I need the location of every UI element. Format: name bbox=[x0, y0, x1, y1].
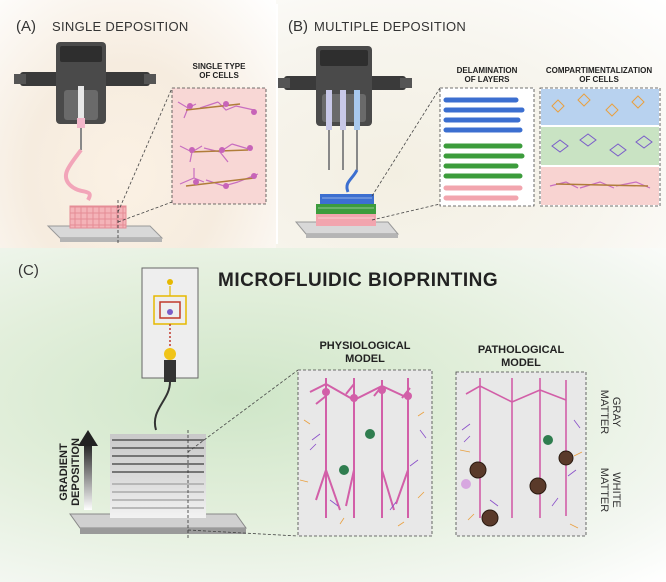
physiological-line1: PHYSIOLOGICAL bbox=[319, 340, 411, 352]
panel-b-title: MULTIPLE DEPOSITION bbox=[314, 19, 467, 34]
printed-construct bbox=[69, 430, 247, 540]
gray-matter-line2: MATTER bbox=[598, 389, 610, 435]
panel-b-platform bbox=[294, 194, 400, 238]
pathological-model-title: PATHOLOGICAL MODEL bbox=[456, 344, 586, 370]
gradient-arrow bbox=[78, 430, 98, 510]
panel-b-layers-inset bbox=[439, 87, 535, 207]
pathological-model-inset bbox=[455, 371, 587, 537]
microfluidic-title: MICROFLUIDIC BIOPRINTING bbox=[218, 270, 499, 291]
panel-c-inset-lines bbox=[187, 369, 299, 537]
panel-b-compartments-inset bbox=[539, 87, 661, 207]
gradient-line1: GRADIENT bbox=[58, 443, 70, 501]
physiological-model-title: PHYSIOLOGICAL MODEL bbox=[298, 340, 432, 366]
pathological-line2: MODEL bbox=[501, 357, 541, 369]
panel-a-platform bbox=[46, 200, 164, 244]
gradient-deposition-label: GRADIENT DEPOSITION bbox=[58, 430, 82, 514]
gradient-line2: DEPOSITION bbox=[70, 438, 82, 506]
microfluidic-chip bbox=[141, 267, 199, 431]
white-matter-line1: WHITE bbox=[610, 472, 622, 508]
panel-b-printer bbox=[278, 46, 412, 193]
panel-a-printer bbox=[14, 42, 156, 202]
panel-b-letter: (B) bbox=[288, 18, 308, 35]
pathological-line1: PATHOLOGICAL bbox=[477, 344, 565, 356]
panel-a-cells-inset bbox=[171, 87, 267, 205]
physiological-line2: MODEL bbox=[345, 353, 385, 365]
panel-a-letter: (A) bbox=[16, 18, 36, 35]
panel-a-inset-lines bbox=[117, 87, 173, 223]
single-type-cells-title: SINGLE TYPE OF CELLS bbox=[172, 62, 266, 80]
delamination-title: DELAMINATION OF LAYERS bbox=[440, 66, 534, 84]
white-matter-label: WHITE MATTER bbox=[598, 460, 622, 520]
compartimentalization-title: COMPARTIMENTALIZATION OF CELLS bbox=[534, 66, 664, 84]
compartimentalization-line1: COMPARTIMENTALIZATION bbox=[545, 66, 653, 75]
panel-b-inset-lines bbox=[371, 87, 441, 221]
gray-matter-label: GRAY MATTER bbox=[598, 382, 622, 442]
compartimentalization-line2: OF CELLS bbox=[579, 75, 619, 84]
panel-a-title: SINGLE DEPOSITION bbox=[52, 19, 189, 34]
physiological-model-inset bbox=[297, 369, 433, 537]
panel-c-letter: (C) bbox=[18, 262, 39, 279]
single-type-cells-line1: SINGLE TYPE bbox=[192, 62, 246, 71]
panel-divider bbox=[276, 4, 278, 244]
delamination-line1: DELAMINATION bbox=[456, 66, 518, 75]
gray-matter-line1: GRAY bbox=[610, 396, 622, 428]
white-matter-line2: MATTER bbox=[598, 467, 610, 513]
delamination-line2: OF LAYERS bbox=[464, 75, 510, 84]
single-type-cells-line2: OF CELLS bbox=[199, 71, 239, 80]
